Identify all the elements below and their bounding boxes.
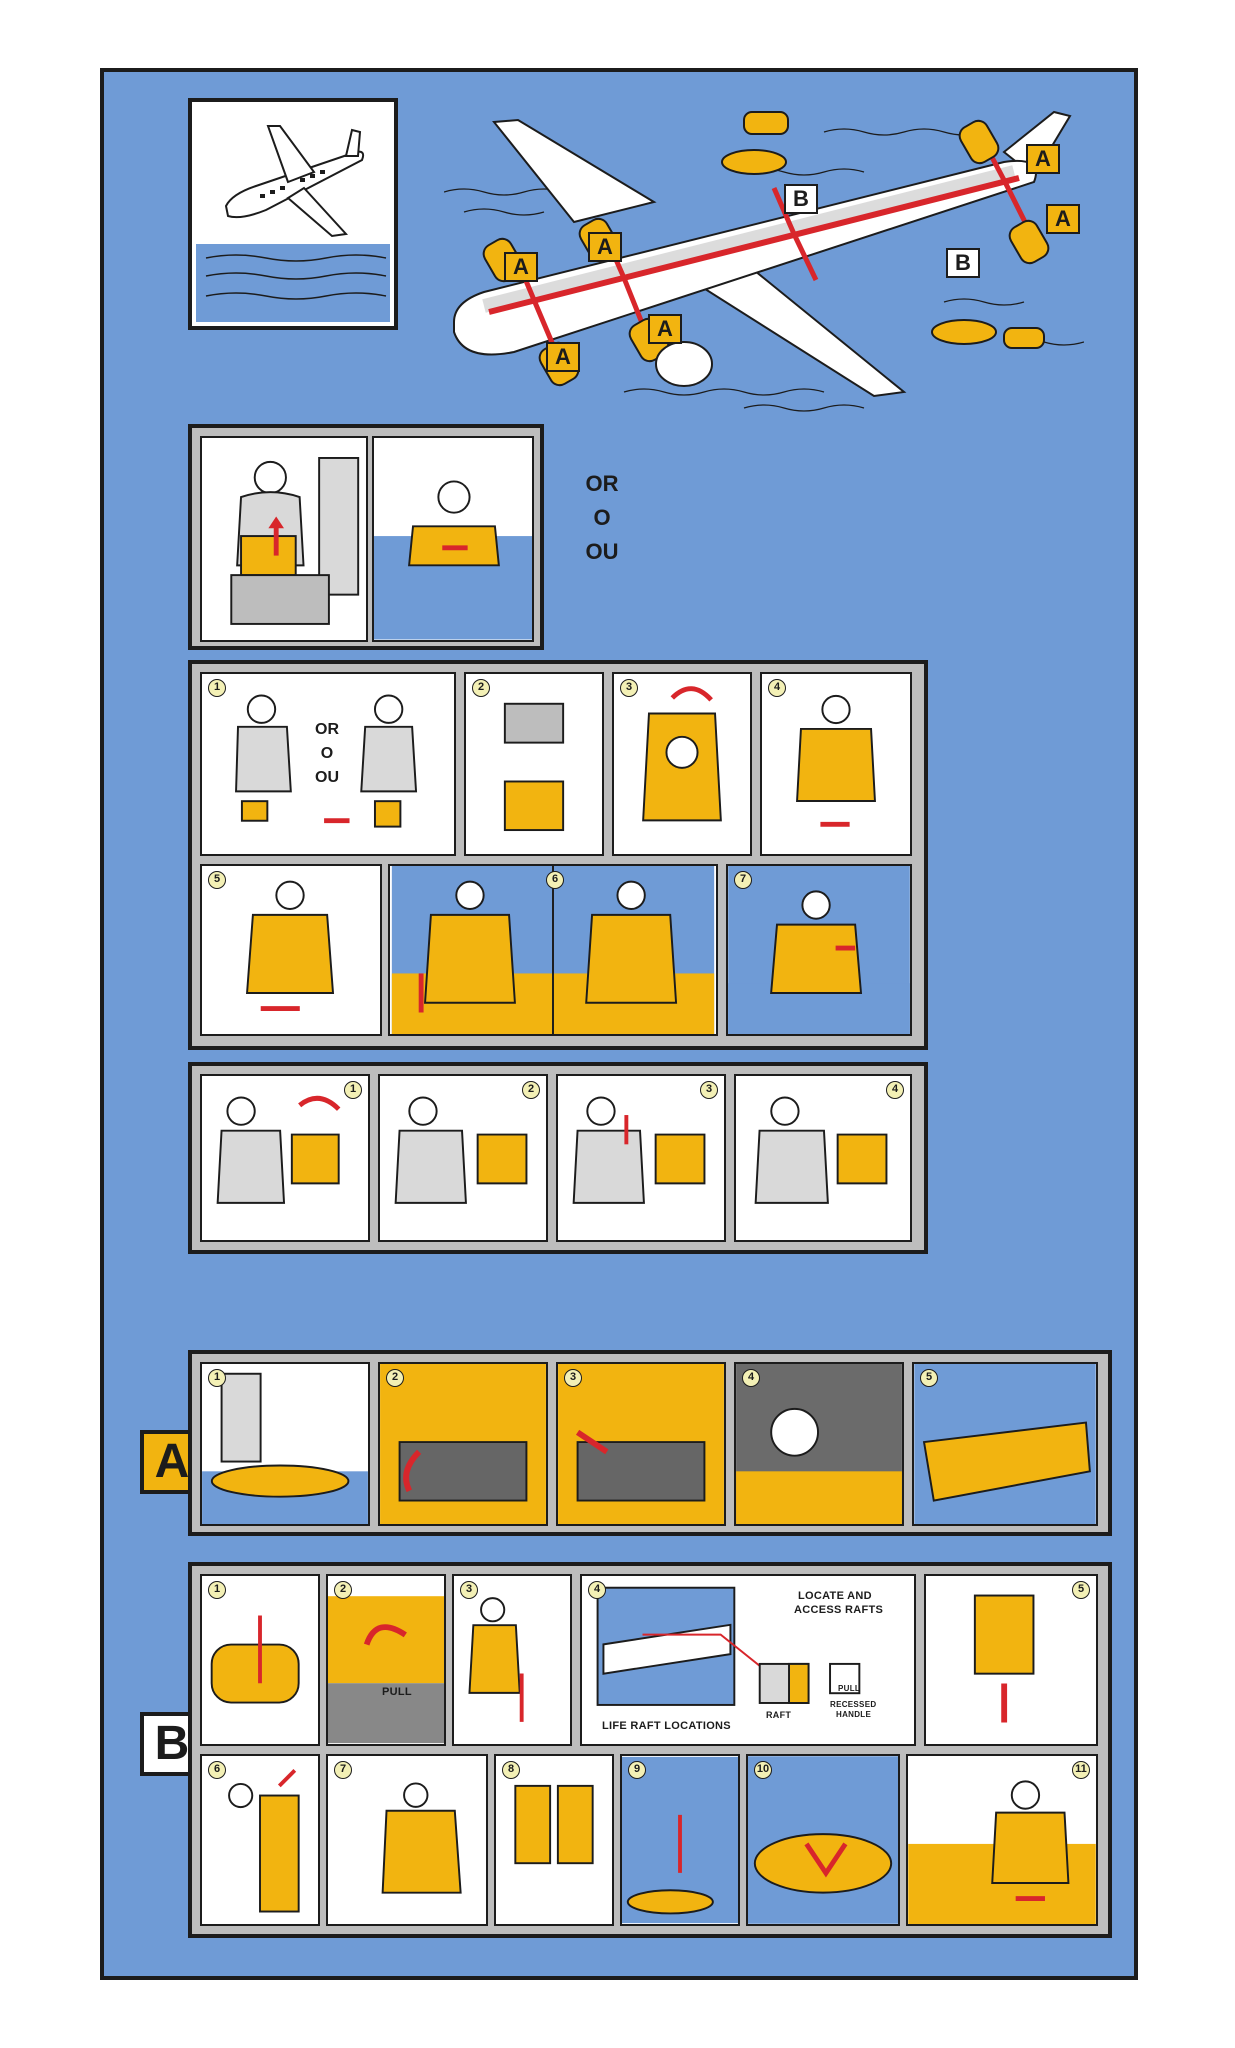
raft-step-number-2: 2 — [334, 1581, 352, 1599]
slide-step-1-panel: 1 — [200, 1362, 370, 1526]
evac-tag-a-2: A — [588, 232, 622, 262]
raft-step-11-panel: 11 — [906, 1754, 1098, 1926]
adult-step-number-4: 4 — [768, 679, 786, 697]
recessed-label-1: RECESSED — [830, 1700, 877, 1709]
slide-raft-frame: 1 2 3 4 — [188, 1350, 1112, 1536]
slide-step-3-panel: 3 — [556, 1362, 726, 1526]
raft-step-number-9: 9 — [628, 1761, 646, 1779]
raft-step-number-4: 4 — [588, 1581, 606, 1599]
or-text-en: OR — [585, 471, 619, 496]
adult-step-1-panel: 1 OR O OU — [200, 672, 456, 856]
evac-tag-a-4: A — [648, 314, 682, 344]
adult-step-number-7: 7 — [734, 871, 752, 889]
ditching-plane-illustration — [196, 125, 390, 322]
evac-tag-a-3: A — [546, 342, 580, 372]
raft-label: RAFT — [766, 1710, 792, 1720]
raft-step-5-panel: 5 — [924, 1574, 1098, 1746]
pull-label: PULL — [838, 1684, 861, 1693]
slide-step-2-panel: 2 — [378, 1362, 548, 1526]
evac-tag-b-1: B — [784, 184, 818, 214]
or-text-es: O — [593, 505, 611, 530]
evac-tag-b-2: B — [946, 248, 980, 278]
raft-step-9-panel: 9 — [620, 1754, 740, 1926]
raft-step-number-6: 6 — [208, 1761, 226, 1779]
life-raft-locations-label: LIFE RAFT LOCATIONS — [602, 1720, 731, 1732]
evac-tag-a-6: A — [1046, 204, 1080, 234]
child-step-3-panel: 3 — [556, 1074, 726, 1242]
evacuation-diagram: A A A A A A B B — [444, 92, 1084, 422]
recessed-label-2: HANDLE — [836, 1710, 872, 1719]
child-step-number-1: 1 — [344, 1081, 362, 1099]
evac-tag-a-5: A — [1026, 144, 1060, 174]
adult-step-4-panel: 4 — [760, 672, 912, 856]
raft-step-6-panel: 6 — [200, 1754, 320, 1926]
adult-step-number-3: 3 — [620, 679, 638, 697]
raft-step-number-7: 7 — [334, 1761, 352, 1779]
adult-vest-frame: 1 OR O OU 2 3 — [188, 660, 928, 1050]
raft-step-number-5: 5 — [1072, 1581, 1090, 1599]
slide-step-4-panel: 4 — [734, 1362, 904, 1526]
evacuation-plane-illustration — [444, 110, 1084, 412]
adult-step-7-panel: 7 — [726, 864, 912, 1036]
raft-step-1-panel: 1 — [200, 1574, 320, 1746]
raft-slide-pull-label: PULL — [382, 1686, 412, 1698]
or-separator-1: OR O OU — [572, 467, 632, 569]
vest-retrieval-frame — [188, 424, 544, 650]
adult-step-number-1: 1 — [208, 679, 226, 697]
slide-step-number-4: 4 — [742, 1369, 760, 1387]
or-text-fr: OU — [585, 539, 619, 564]
life-raft-frame: 1 2 PULL 3 4 LOCATE AND ACCESS RAFTS LIF… — [188, 1562, 1112, 1938]
slide-step-number-2: 2 — [386, 1369, 404, 1387]
or-text-es-2: O — [320, 745, 334, 762]
adult-step-number-6: 6 — [546, 871, 564, 889]
adult-step-2-panel: 2 — [464, 672, 604, 856]
child-step-number-3: 3 — [700, 1081, 718, 1099]
raft-locate-heading-2: ACCESS RAFTS — [794, 1604, 884, 1616]
raft-step-7-panel: 7 — [326, 1754, 488, 1926]
slide-step-5-panel: 5 — [912, 1362, 1098, 1526]
raft-step-3-panel: 3 — [452, 1574, 572, 1746]
raft-step-number-3: 3 — [460, 1581, 478, 1599]
raft-step-10-panel: 10 — [746, 1754, 900, 1926]
adult-step-3-panel: 3 — [612, 672, 752, 856]
adult-step-number-5: 5 — [208, 871, 226, 889]
or-text-fr-2: OU — [315, 769, 339, 786]
safety-card: A A A A A A B B — [100, 68, 1138, 1980]
ditching-frame — [188, 98, 398, 330]
raft-step-2-panel: 2 PULL — [326, 1574, 446, 1746]
vest-in-water-panel — [372, 436, 534, 642]
child-step-number-4: 4 — [886, 1081, 904, 1099]
slide-step-number-3: 3 — [564, 1369, 582, 1387]
plane-ditching-panel — [196, 106, 390, 322]
evac-tag-a-1: A — [504, 252, 538, 282]
raft-step-4-panel: 4 LOCATE AND ACCESS RAFTS LIFE RAFT LOCA… — [580, 1574, 916, 1746]
child-step-2-panel: 2 — [378, 1074, 548, 1242]
raft-locate-heading-1: LOCATE AND — [798, 1590, 872, 1602]
raft-step-number-10: 10 — [754, 1761, 772, 1779]
child-vest-frame: 1 2 3 4 — [188, 1062, 928, 1254]
adult-step-number-2: 2 — [472, 679, 490, 697]
slide-step-number-1: 1 — [208, 1369, 226, 1387]
slide-step-number-5: 5 — [920, 1369, 938, 1387]
child-step-4-panel: 4 — [734, 1074, 912, 1242]
child-step-1-panel: 1 — [200, 1074, 370, 1242]
or-text-en-2: OR — [315, 721, 339, 738]
vest-under-seat-panel — [200, 436, 368, 642]
adult-step-5-panel: 5 — [200, 864, 382, 1036]
raft-step-number-8: 8 — [502, 1761, 520, 1779]
raft-step-8-panel: 8 — [494, 1754, 614, 1926]
or-separator-2: OR O OU — [302, 718, 352, 790]
raft-step-number-1: 1 — [208, 1581, 226, 1599]
raft-step-number-11: 11 — [1072, 1761, 1090, 1779]
adult-step-6-panel: 6 — [388, 864, 718, 1036]
child-step-number-2: 2 — [522, 1081, 540, 1099]
